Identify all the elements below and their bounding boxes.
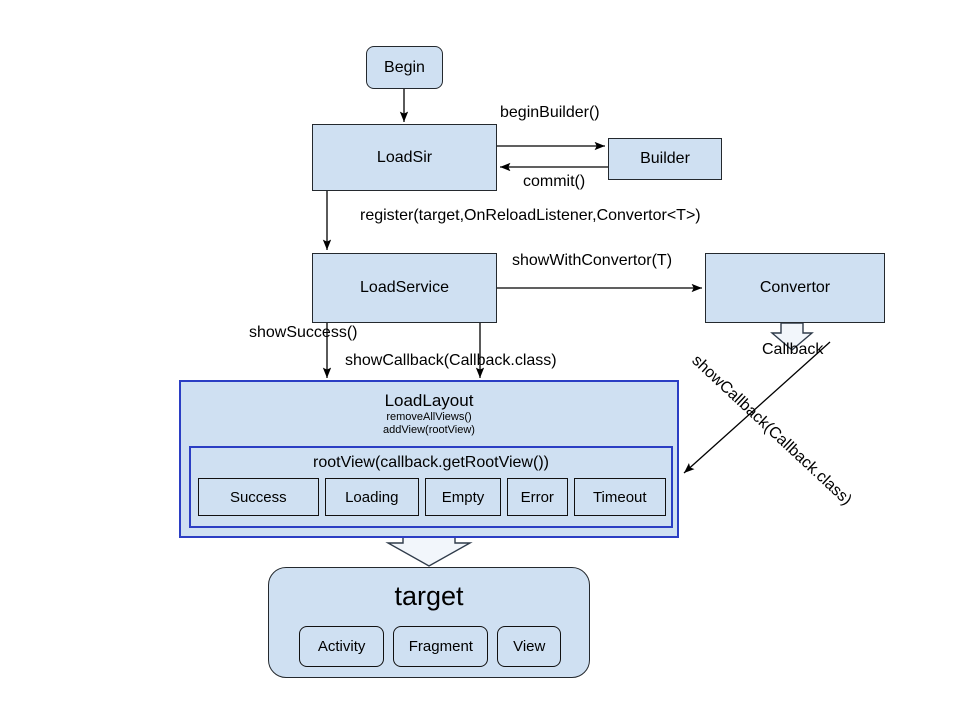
target-chip-row: Activity Fragment View bbox=[299, 626, 561, 667]
block-arrow-callback bbox=[770, 322, 814, 351]
node-loadservice-label: LoadService bbox=[360, 279, 449, 297]
node-begin[interactable]: Begin bbox=[366, 46, 443, 89]
loadlayout-title: LoadLayout bbox=[384, 391, 474, 410]
loadlayout-method-addview: addView(rootView) bbox=[383, 424, 475, 436]
edge-label-show-callback: showCallback(Callback.class) bbox=[345, 352, 557, 369]
state-chip-empty[interactable]: Empty bbox=[425, 478, 502, 516]
state-chip-error[interactable]: Error bbox=[507, 478, 568, 516]
edge-label-show-success: showSuccess() bbox=[249, 324, 358, 341]
target-chip-activity[interactable]: Activity bbox=[299, 626, 385, 667]
node-rootview[interactable]: rootView(callback.getRootView()) Success… bbox=[189, 446, 673, 528]
edge-label-show-with-convertor: showWithConvertor(T) bbox=[512, 252, 673, 269]
target-chip-fragment[interactable]: Fragment bbox=[393, 626, 489, 667]
edge-label-callback: Callback bbox=[762, 341, 824, 358]
loadlayout-method-removeallviews: removeAllViews() bbox=[386, 411, 472, 423]
node-loadservice[interactable]: LoadService bbox=[312, 253, 497, 323]
loadlayout-header: LoadLayout removeAllViews() addView(root… bbox=[181, 382, 677, 437]
rootview-title: rootView(callback.getRootView()) bbox=[313, 454, 549, 471]
node-convertor[interactable]: Convertor bbox=[705, 253, 885, 323]
target-title: target bbox=[394, 581, 464, 611]
state-chip-timeout[interactable]: Timeout bbox=[573, 478, 666, 516]
node-loadsir-label: LoadSir bbox=[376, 148, 433, 166]
node-builder-label: Builder bbox=[640, 150, 690, 168]
state-chip-loading[interactable]: Loading bbox=[324, 478, 419, 516]
state-chip-success[interactable]: Success bbox=[198, 478, 319, 516]
node-begin-label: Begin bbox=[384, 58, 425, 76]
node-target[interactable]: target Activity Fragment View bbox=[268, 567, 590, 678]
node-loadlayout[interactable]: LoadLayout removeAllViews() addView(root… bbox=[179, 380, 679, 538]
node-builder[interactable]: Builder bbox=[608, 138, 722, 180]
state-chip-row: Success Loading Empty Error Timeout bbox=[198, 478, 666, 516]
node-convertor-label: Convertor bbox=[759, 279, 831, 297]
node-loadsir[interactable]: LoadSir bbox=[312, 124, 497, 191]
edge-label-begin-builder: beginBuilder() bbox=[500, 104, 600, 121]
edge-callback-diagonal bbox=[683, 341, 831, 474]
edge-label-commit: commit() bbox=[523, 173, 586, 190]
target-chip-view[interactable]: View bbox=[497, 626, 561, 667]
edge-label-register: register(target,OnReloadListener,Convert… bbox=[360, 207, 701, 224]
